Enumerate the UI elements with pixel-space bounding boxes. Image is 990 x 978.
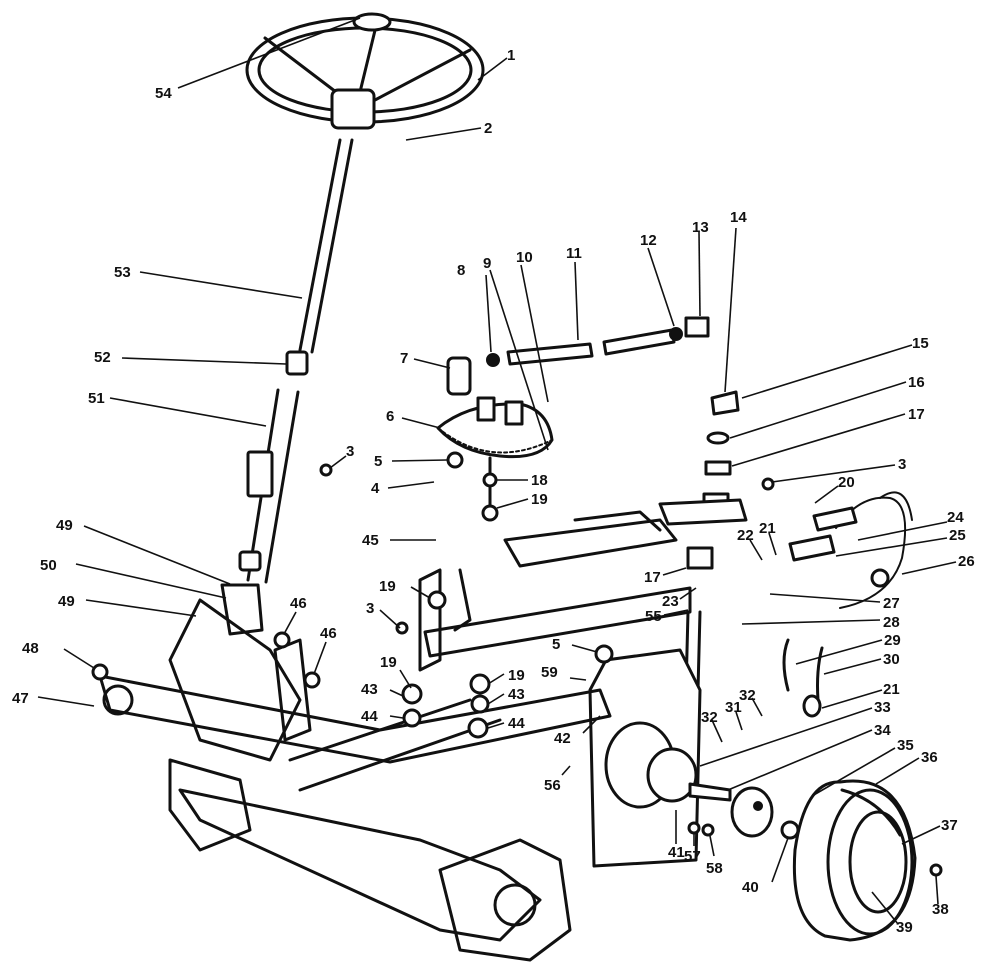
callout-24: 24 xyxy=(947,509,964,526)
callout-10: 10 xyxy=(516,249,533,266)
callout-43: 43 xyxy=(508,686,525,703)
callout-16: 16 xyxy=(908,374,925,391)
callout-8: 8 xyxy=(457,262,465,279)
callout-19: 19 xyxy=(531,491,548,508)
callout-49: 49 xyxy=(58,593,75,610)
callout-42: 42 xyxy=(554,730,571,747)
callout-44: 44 xyxy=(361,708,378,725)
callout-19: 19 xyxy=(380,654,397,671)
callout-46: 46 xyxy=(320,625,337,642)
callout-6: 6 xyxy=(386,408,394,425)
callout-33: 33 xyxy=(874,699,891,716)
wheel-hub xyxy=(730,786,774,838)
callout-51: 51 xyxy=(88,390,105,407)
spindle-assembly xyxy=(588,390,748,868)
callout-2: 2 xyxy=(484,120,492,137)
callout-50: 50 xyxy=(40,557,57,574)
callout-1: 1 xyxy=(507,47,515,64)
callout-3: 3 xyxy=(898,456,906,473)
callout-3: 3 xyxy=(366,600,374,617)
callout-17: 17 xyxy=(908,406,925,423)
callout-15: 15 xyxy=(912,335,929,352)
callout-44: 44 xyxy=(508,715,525,732)
callout-20: 20 xyxy=(838,474,855,491)
callout-41: 41 xyxy=(668,844,685,861)
callout-12: 12 xyxy=(640,232,657,249)
callout-40: 40 xyxy=(742,879,759,896)
callout-19: 19 xyxy=(379,578,396,595)
callout-52: 52 xyxy=(94,349,111,366)
callout-26: 26 xyxy=(958,553,975,570)
callout-23: 23 xyxy=(662,593,679,610)
callout-9: 9 xyxy=(483,255,491,272)
callout-21: 21 xyxy=(759,520,776,537)
callout-37: 37 xyxy=(941,817,958,834)
callout-4: 4 xyxy=(371,480,380,497)
callout-48: 48 xyxy=(22,640,39,657)
callout-54: 54 xyxy=(155,85,172,102)
callout-57: 57 xyxy=(684,848,701,865)
tie-rod xyxy=(486,316,710,367)
steering-wheel xyxy=(245,12,485,130)
callout-32: 32 xyxy=(739,687,756,704)
callout-30: 30 xyxy=(883,651,900,668)
callout-45: 45 xyxy=(362,532,379,549)
callout-labels: 1 2 3 3 3 4 5 5 6 7 8 9 10 11 12 13 14 xyxy=(12,17,975,936)
callout-18: 18 xyxy=(531,472,548,489)
callout-22: 22 xyxy=(737,527,754,544)
callout-17: 17 xyxy=(644,569,661,586)
callout-25: 25 xyxy=(949,527,966,544)
callout-31: 31 xyxy=(725,699,742,716)
callout-58: 58 xyxy=(706,860,723,877)
callout-56: 56 xyxy=(544,777,561,794)
hydraulic-cylinder xyxy=(782,491,913,718)
callout-35: 35 xyxy=(897,737,914,754)
callout-14: 14 xyxy=(730,209,747,226)
callout-29: 29 xyxy=(884,632,901,649)
callout-13: 13 xyxy=(692,219,709,236)
callout-46: 46 xyxy=(290,595,307,612)
callout-27: 27 xyxy=(883,595,900,612)
callout-7: 7 xyxy=(400,350,408,367)
callout-28: 28 xyxy=(883,614,900,631)
callout-36: 36 xyxy=(921,749,938,766)
callout-38: 38 xyxy=(932,901,949,918)
callout-53: 53 xyxy=(114,264,131,281)
small-hardware xyxy=(91,451,943,877)
callout-21: 21 xyxy=(883,681,900,698)
callout-47: 47 xyxy=(12,690,29,707)
callout-55: 55 xyxy=(645,608,662,625)
callout-5: 5 xyxy=(374,453,382,470)
axle-frame xyxy=(98,510,692,962)
callout-43: 43 xyxy=(361,681,378,698)
callout-34: 34 xyxy=(874,722,891,739)
sector-gear xyxy=(436,356,554,512)
steering-shaft xyxy=(220,138,354,636)
callout-39: 39 xyxy=(896,919,913,936)
callout-49: 49 xyxy=(56,517,73,534)
callout-11: 11 xyxy=(566,245,582,262)
callout-19: 19 xyxy=(508,667,525,684)
callout-59: 59 xyxy=(541,664,558,681)
callout-3: 3 xyxy=(346,443,354,460)
callout-5: 5 xyxy=(552,636,560,653)
front-tire xyxy=(792,779,917,942)
callout-32: 32 xyxy=(701,709,718,726)
